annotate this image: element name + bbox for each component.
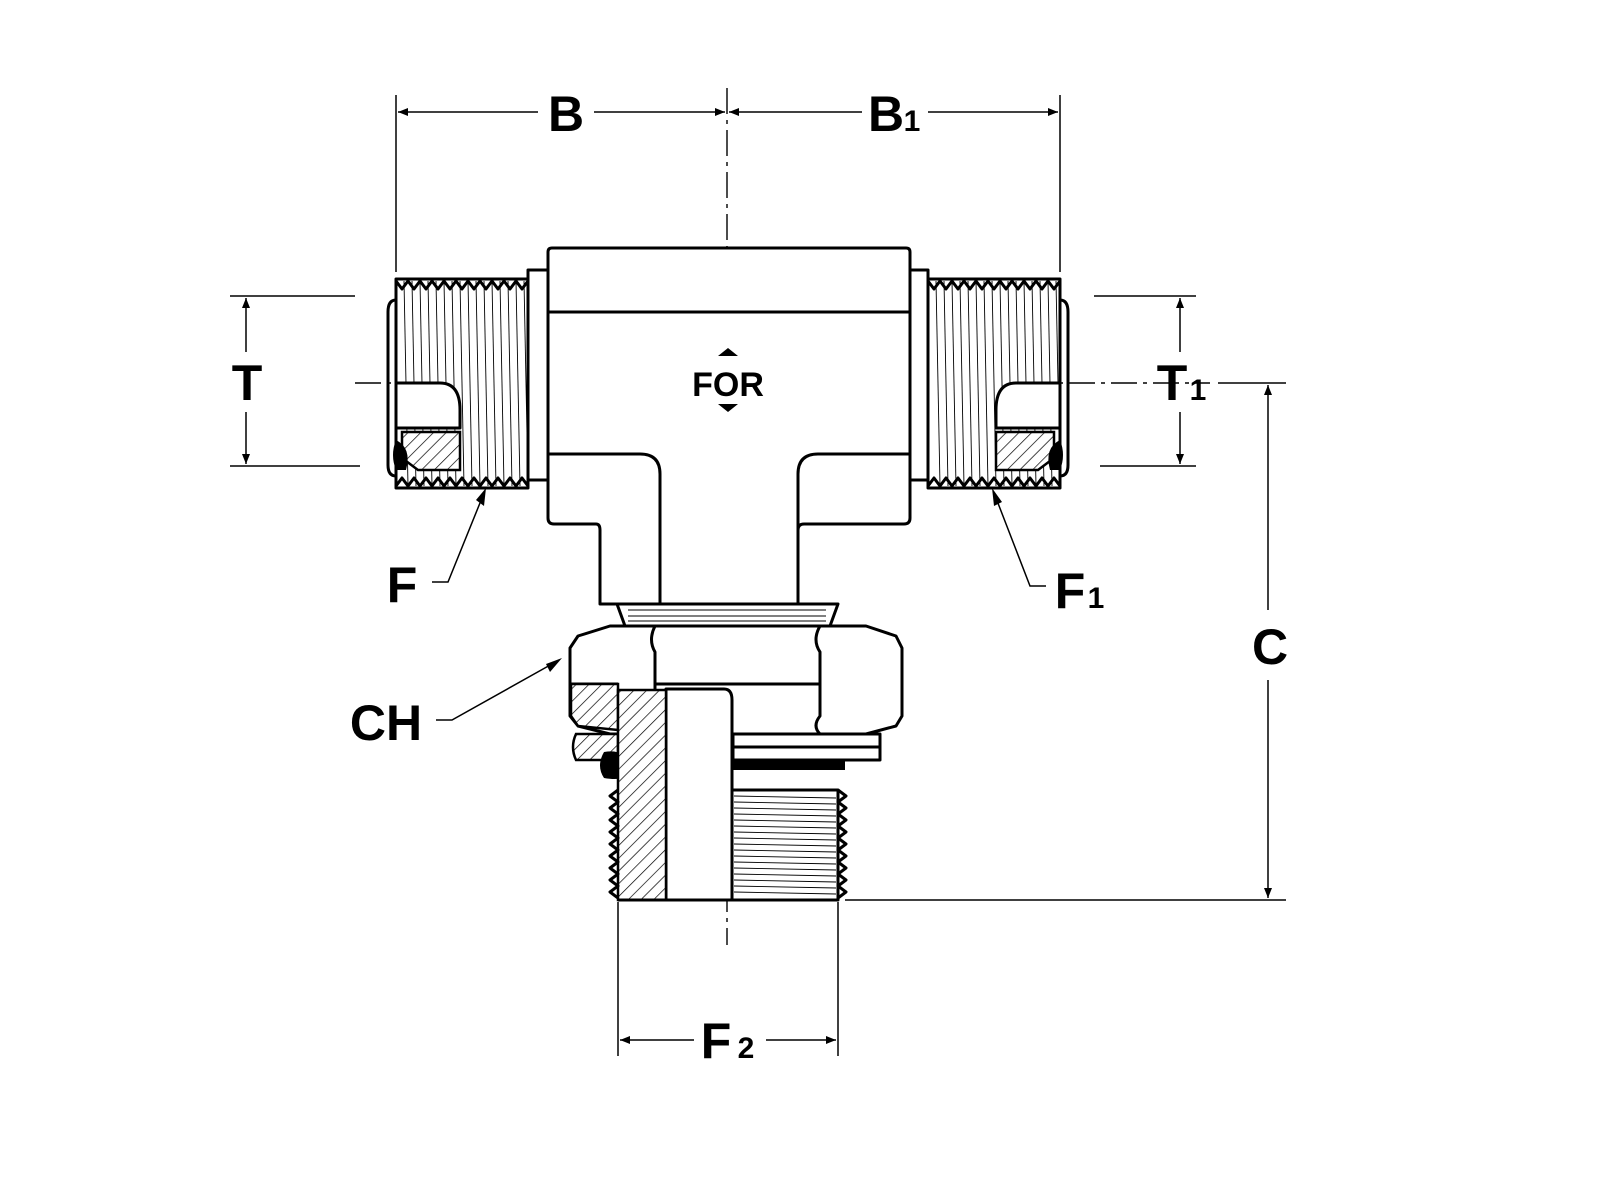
dimension-b1: B 1 — [729, 86, 1058, 142]
thread-line — [467, 280, 473, 487]
stud-end — [571, 687, 882, 902]
thread-line — [733, 855, 837, 859]
dimension-b: B — [395, 86, 1061, 272]
svg-text:F: F — [1055, 563, 1086, 619]
thread-line — [491, 280, 497, 487]
thread-line — [967, 280, 973, 487]
thread-line — [951, 280, 957, 487]
thread-line — [733, 891, 837, 895]
svg-text:1: 1 — [1088, 582, 1105, 615]
thread-line — [733, 879, 837, 883]
thread-line — [733, 813, 837, 817]
thread-line — [733, 867, 837, 871]
thread-line — [733, 825, 837, 829]
thread-line — [733, 807, 837, 811]
svg-text:1: 1 — [1190, 374, 1207, 407]
svg-text:2: 2 — [738, 1032, 755, 1065]
thread-line — [459, 280, 465, 487]
thread-line — [733, 861, 837, 865]
thread-line — [733, 849, 837, 853]
thread-line — [483, 280, 489, 487]
thread-line — [733, 831, 837, 835]
svg-text:B: B — [868, 86, 904, 142]
thread-line — [733, 837, 837, 841]
leader-ch: CH — [350, 658, 562, 751]
right-port-end — [906, 268, 1070, 490]
svg-text:F: F — [387, 557, 418, 613]
stud-thread-lines — [733, 795, 837, 895]
thread-line — [515, 280, 521, 487]
thread-line — [499, 280, 505, 487]
dimension-f2: F 2 — [617, 902, 839, 1069]
svg-text:T: T — [1157, 355, 1188, 411]
thread-line — [983, 280, 989, 487]
svg-text:B: B — [548, 86, 584, 142]
for-logo: FOR — [692, 348, 764, 412]
thread-line — [733, 801, 837, 805]
dimension-t: T — [230, 295, 360, 467]
svg-text:1: 1 — [904, 105, 921, 138]
thread-line — [475, 280, 481, 487]
thread-line — [959, 280, 965, 487]
thread-line — [733, 885, 837, 889]
thread-line — [975, 280, 981, 487]
thread-line — [943, 280, 949, 487]
left-port-end — [386, 268, 550, 490]
thread-line — [935, 280, 941, 487]
dimension-c: C — [845, 382, 1288, 901]
neck-thread — [615, 602, 840, 628]
thread-line — [733, 843, 837, 847]
thread-line — [733, 873, 837, 877]
dimension-t1: T 1 — [1094, 295, 1207, 467]
svg-text:C: C — [1252, 619, 1288, 675]
svg-text:CH: CH — [350, 695, 422, 751]
thread-line — [733, 819, 837, 823]
thread-line — [507, 280, 513, 487]
tee-body: FOR — [546, 246, 912, 606]
leader-f1: F 1 — [992, 488, 1104, 619]
leader-f: F — [387, 488, 486, 613]
svg-text:FOR: FOR — [692, 366, 764, 404]
svg-text:F: F — [701, 1013, 732, 1069]
svg-text:T: T — [232, 355, 263, 411]
thread-line — [733, 795, 837, 799]
